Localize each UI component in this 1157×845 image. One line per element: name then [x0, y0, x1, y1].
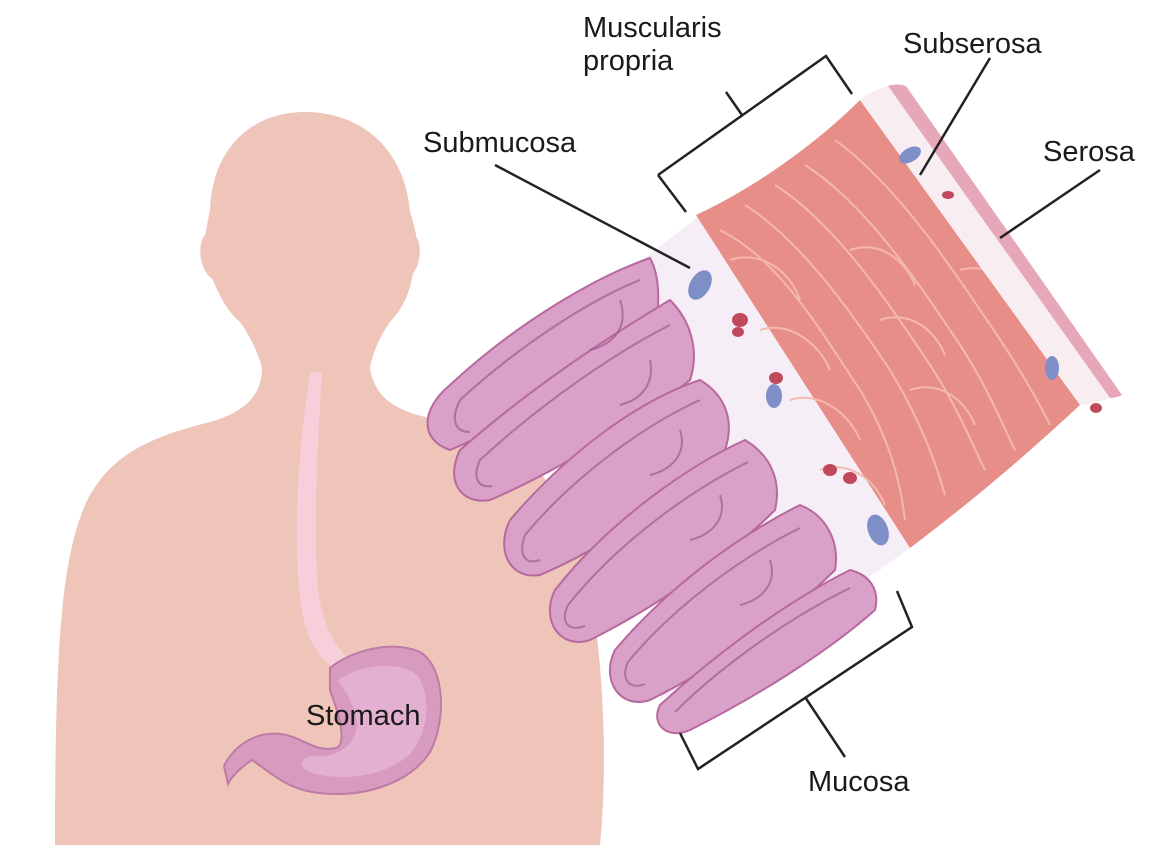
stomach-label: Stomach — [306, 700, 420, 733]
subserosa-vessel — [1090, 403, 1102, 413]
submucosa-vessel — [732, 313, 748, 327]
serosa-label: Serosa — [1043, 136, 1135, 169]
submucosa-vessel — [732, 327, 744, 337]
serosa-leader — [1000, 170, 1100, 238]
submucosa-label: Submucosa — [423, 127, 576, 160]
left-ear — [200, 232, 214, 280]
right-ear — [406, 232, 420, 280]
subserosa-vessel — [942, 191, 954, 199]
submucosa-vessel — [843, 472, 857, 484]
mucosa-label: Mucosa — [808, 766, 910, 799]
subserosa-vessel — [1045, 356, 1059, 380]
subserosa-label: Subserosa — [903, 28, 1042, 61]
muscularis-propria-label: Muscularis propria — [583, 12, 722, 78]
submucosa-vessel — [766, 384, 782, 408]
submucosa-vessel — [823, 464, 837, 476]
muscularis-label-line1: Muscularis — [583, 12, 722, 45]
muscularis-label-line2: propria — [583, 45, 722, 78]
submucosa-vessel — [769, 372, 783, 384]
